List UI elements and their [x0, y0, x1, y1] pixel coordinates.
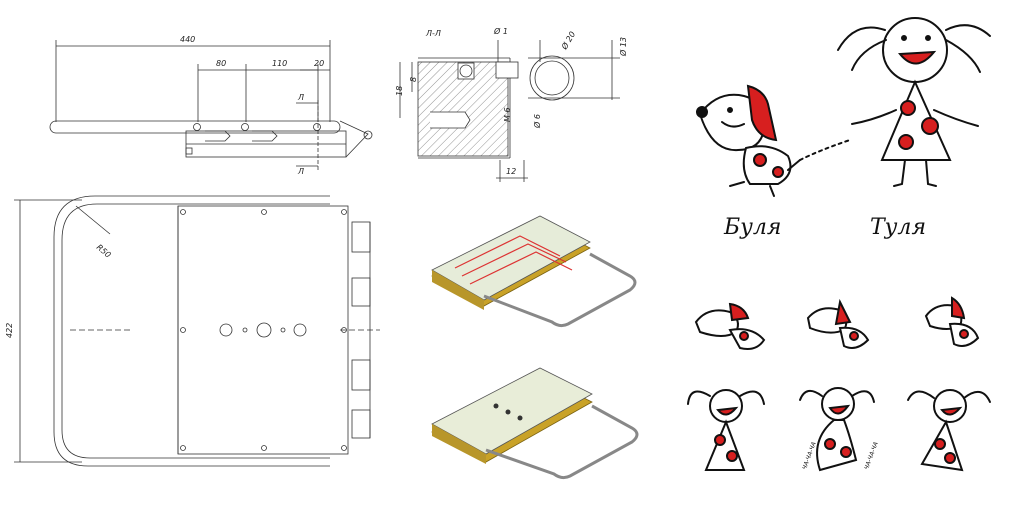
technical-drawing: 440 80 110 20 Л Л 422 R50 Л-Л Ø 1 Ø 20 Ø… [5, 26, 639, 480]
dim-8: 8 [409, 77, 418, 82]
section-view [399, 40, 620, 182]
small-dog-3 [924, 296, 980, 347]
girl-character [837, 17, 991, 187]
small-girl-2 [799, 387, 875, 472]
dim-422: 422 [5, 323, 14, 338]
small-girl-3 [907, 389, 991, 472]
dim-440: 440 [180, 35, 195, 44]
dim-80: 80 [216, 59, 226, 68]
dim-20: 20 [314, 59, 324, 68]
dim-r50: R50 [95, 243, 113, 260]
sound-label-1: ЧА-ЧА-ЧА [801, 441, 817, 471]
dim-dia-6: Ø 6 [532, 114, 542, 129]
side-view [49, 40, 373, 170]
girl-name-label: Туля [870, 215, 926, 240]
render-top [431, 215, 637, 328]
dog-character [696, 84, 851, 197]
dog-name-label: Буля [723, 215, 782, 240]
section-mark-bottom: Л [297, 167, 304, 176]
dim-dia-1: Ø 1 [493, 26, 508, 36]
render-bottom [431, 367, 639, 480]
dim-12: 12 [506, 167, 516, 176]
small-dog-2 [806, 298, 870, 349]
dim-18: 18 [395, 86, 404, 96]
plan-view [14, 195, 380, 467]
sound-label-2: ЧА-ЧА-ЧА [863, 441, 879, 471]
dim-dia-20: Ø 20 [559, 30, 578, 52]
small-dog-1 [694, 302, 766, 350]
technical-drawing-panel: 440 80 110 20 Л Л 422 R50 Л-Л Ø 1 Ø 20 Ø… [5, 26, 639, 480]
dim-110: 110 [272, 59, 287, 68]
dim-dia-13: Ø 13 [618, 37, 628, 57]
cartoon-panel: Буля Туля ЧА-ЧА-ЧА ЧА-ЧА-ЧА [660, 0, 1020, 512]
dim-thread-m6: М 6 [503, 107, 512, 122]
section-mark-top: Л [297, 93, 304, 102]
small-girl-1 [687, 389, 765, 471]
cartoon-illustration: Буля Туля ЧА-ЧА-ЧА ЧА-ЧА-ЧА [687, 17, 991, 472]
section-title: Л-Л [425, 29, 441, 38]
